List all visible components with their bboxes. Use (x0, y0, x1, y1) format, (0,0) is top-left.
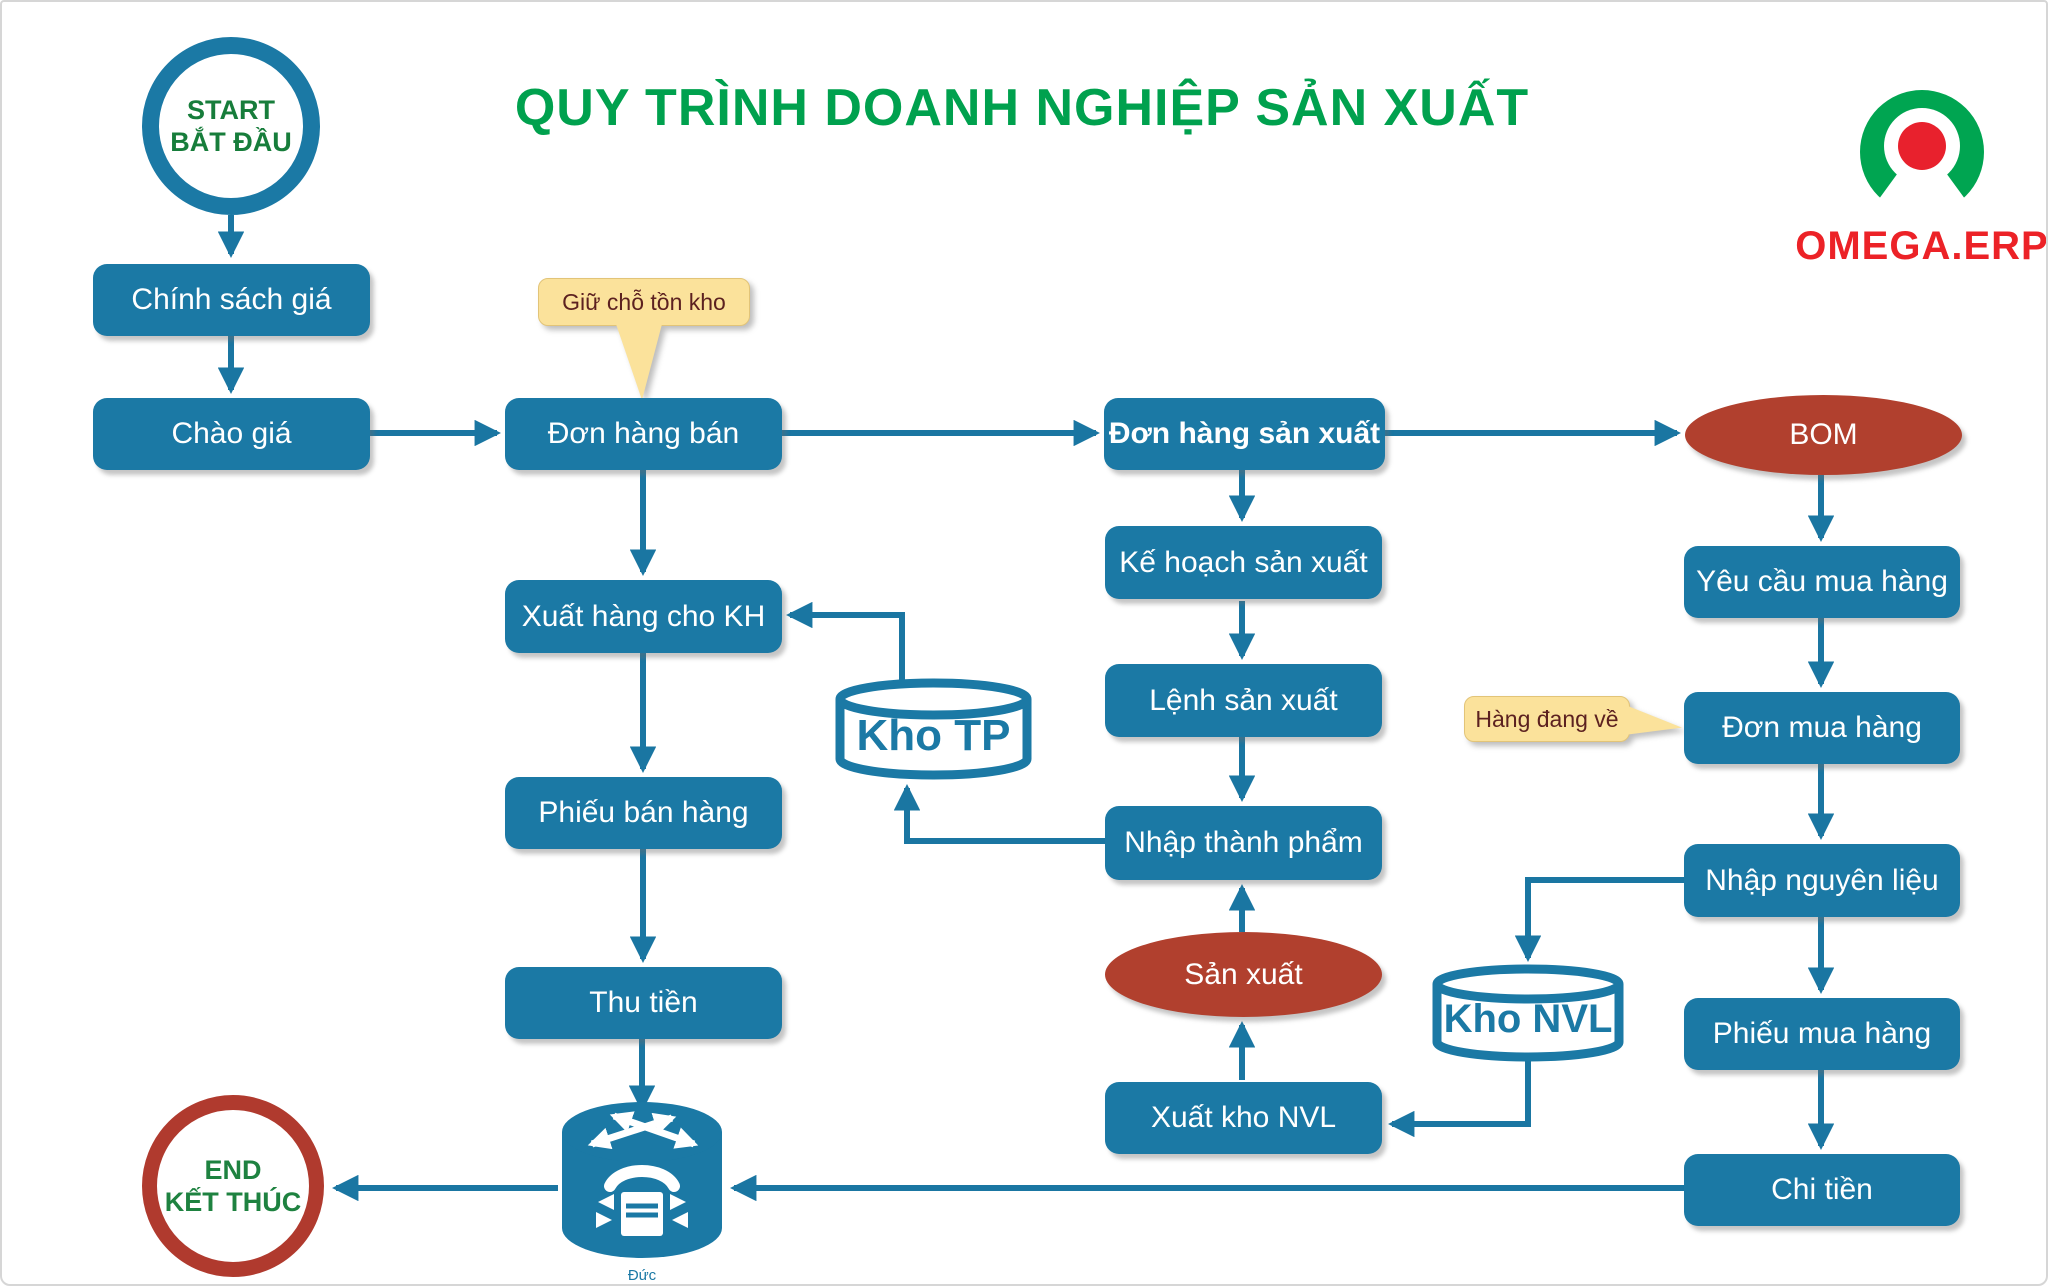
node-nhap-nguyen-lieu: Nhập nguyên liệu (1684, 844, 1960, 917)
end-line2: KẾT THÚC (164, 1187, 302, 1217)
node-don-hang-ban: Đơn hàng bán (505, 398, 782, 470)
start-line1: START (187, 94, 275, 125)
voice-router-icon (562, 1102, 722, 1258)
omega-logo-icon (1860, 90, 1984, 214)
start-terminal: START BẮT ĐẦU (142, 37, 320, 215)
callout-goods-incoming-text: Hàng đang về (1464, 696, 1630, 742)
voice-router: Đức (558, 1100, 726, 1284)
node-chao-gia: Chào giá (93, 398, 370, 470)
node-don-hang-san-xuat: Đơn hàng sản xuất (1104, 398, 1385, 470)
callout-tail-down (616, 324, 662, 400)
kho-nvl-cylinder: Kho NVL (1432, 964, 1624, 1062)
callout-reserve-stock-text: Giữ chỗ tồn kho (538, 278, 750, 326)
node-nhap-thanh-pham: Nhập thành phẩm (1105, 806, 1382, 880)
node-thu-tien: Thu tiền (505, 967, 782, 1039)
kho-nvl-label: Kho NVL (1444, 997, 1613, 1041)
callout-reserve-stock: Giữ chỗ tồn kho (538, 278, 750, 402)
node-xuat-hang-cho-kh: Xuất hàng cho KH (505, 580, 782, 653)
node-phieu-mua-hang: Phiếu mua hàng (1684, 998, 1960, 1070)
node-ke-hoach-san-xuat: Kế hoạch sản xuất (1105, 526, 1382, 599)
omega-logo: OMEGA.ERP (1792, 90, 2048, 269)
end-line1: END (204, 1154, 262, 1185)
node-yeu-cau-mua-hang: Yêu cầu mua hàng (1684, 546, 1960, 618)
node-don-mua-hang: Đơn mua hàng (1684, 692, 1960, 764)
node-bom: BOM (1685, 395, 1962, 475)
kho-tp-label: Kho TP (857, 711, 1011, 760)
page-title: QUY TRÌNH DOANH NGHIỆP SẢN XUẤT (514, 79, 1530, 137)
router-label: Đức (627, 1267, 657, 1284)
start-line2: BẮT ĐẦU (170, 127, 292, 157)
node-chinh-sach-gia: Chính sách giá (93, 264, 370, 336)
node-phieu-ban-hang: Phiếu bán hàng (505, 777, 782, 849)
node-chi-tien: Chi tiền (1684, 1154, 1960, 1226)
logo-text: OMEGA.ERP (1795, 224, 2048, 268)
node-lenh-san-xuat: Lệnh sản xuất (1105, 664, 1382, 737)
node-san-xuat: Sản xuất (1105, 932, 1382, 1017)
node-xuat-kho-nvl: Xuất kho NVL (1105, 1082, 1382, 1154)
kho-tp-cylinder: Kho TP (835, 678, 1032, 780)
callout-goods-incoming: Hàng đang về (1464, 696, 1682, 742)
end-terminal: END KẾT THÚC (142, 1095, 324, 1277)
callout-tail-right (1626, 705, 1682, 735)
